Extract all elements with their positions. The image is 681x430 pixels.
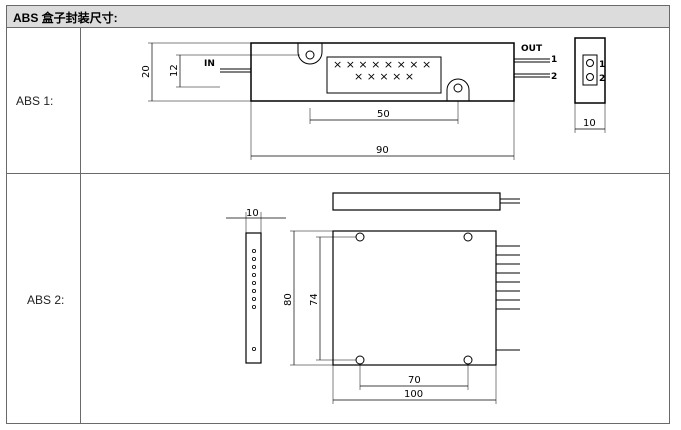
abs1-port-1: 1 [551,55,557,65]
abs1-out-label: OUT [521,44,543,54]
abs1-hole-left [305,50,315,60]
abs1-label-window [326,56,442,94]
abs2-hole [463,355,473,365]
abs1-side-port-2: 2 [599,74,605,84]
abs2-side-view [245,232,262,364]
abs1-dim-length: 90 [376,145,389,156]
abs2-top-view [332,192,501,211]
abs2-hole [463,232,473,242]
abs2-hole [355,232,365,242]
abs2-dim-height: 80 [283,293,294,306]
row-divider [7,173,669,174]
abs1-dim-height: 20 [141,65,152,78]
abs2-dim-hole-spacing: 70 [408,375,421,386]
abs1-port-2: 2 [551,72,557,82]
abs1-dim-width: 10 [583,118,596,129]
svg-text:× × × × ×: × × × × × [354,70,414,83]
abs1-window-marks: × × × × × × × × × × × × × [333,58,431,83]
abs2-hole [355,355,365,365]
abs1-mount-left [297,43,323,65]
abs1-side-ports [582,54,598,86]
abs1-label: ABS 1: [16,94,54,108]
abs1-dim-window: 50 [377,109,390,120]
abs2-drawing [226,192,520,404]
dimension-table: ABS 盒子封装尺寸: ABS 1: ABS 2: [6,5,670,424]
abs2-body [332,230,497,366]
abs1-in-label: IN [204,59,215,69]
abs2-dim-width: 10 [246,208,259,219]
abs2-dim-length: 100 [404,389,423,400]
column-divider [80,28,81,423]
abs1-mount-right [446,78,470,101]
svg-text:× × × × × × × ×: × × × × × × × × [333,58,431,71]
table-header: ABS 盒子封装尺寸: [7,6,669,28]
abs2-dim-inner-height: 74 [309,293,320,306]
abs1-hole-right [453,83,463,93]
abs1-dim-inner-height: 12 [169,64,180,77]
table-title: ABS 盒子封装尺寸: [13,11,118,25]
abs1-side-port-1: 1 [599,60,605,70]
abs2-label: ABS 2: [27,293,65,307]
abs1-side-view [574,37,606,104]
